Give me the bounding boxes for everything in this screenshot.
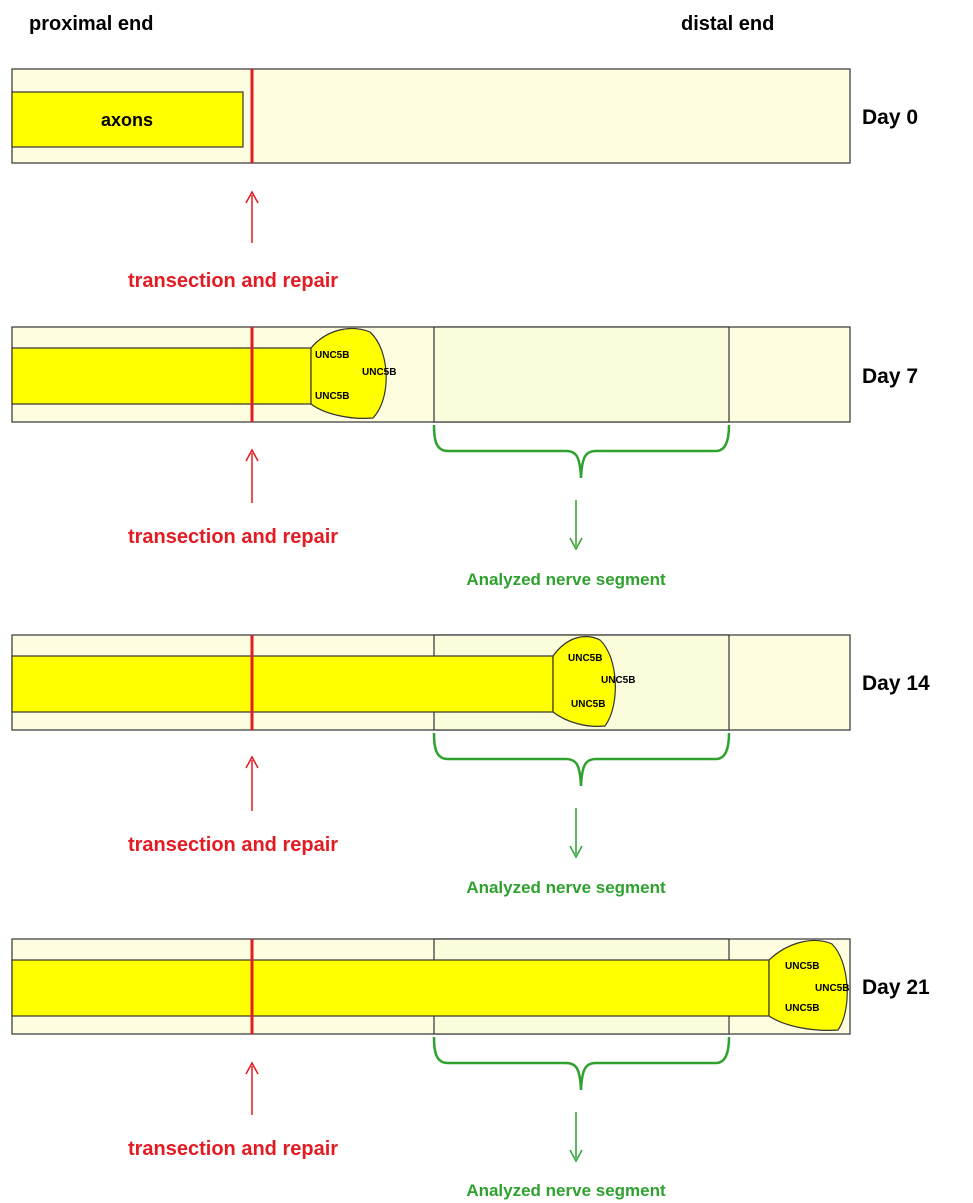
segment-arrow-icon (569, 845, 583, 859)
analyzed-segment-caption: Analyzed nerve segment (466, 1181, 666, 1200)
transection-arrow-icon (245, 755, 259, 769)
unc5b-label: UNC5B (568, 653, 602, 664)
day-label: Day 7 (862, 365, 918, 388)
panel-day-0: axons transection and repair Day 0 (11, 68, 918, 292)
proximal-end-label: proximal end (29, 13, 153, 35)
panel-day-14: UNC5B UNC5B UNC5B transection and repair… (11, 634, 930, 897)
axons-label: axons (101, 110, 153, 130)
transection-caption: transection and repair (128, 1138, 338, 1160)
day-label: Day 21 (862, 976, 930, 999)
axon-bundle (11, 959, 770, 1017)
axon-bundle (11, 347, 312, 405)
segment-bracket (432, 732, 731, 787)
unc5b-label: UNC5B (315, 391, 349, 402)
growth-cone (768, 939, 848, 1031)
analyzed-segment-zone (433, 326, 730, 423)
panel-day-7: UNC5B UNC5B UNC5B transection and repair… (11, 326, 918, 589)
unc5b-label: UNC5B (315, 350, 349, 361)
axon-bundle (11, 91, 244, 148)
unc5b-label: UNC5B (785, 961, 819, 972)
unc5b-label: UNC5B (601, 675, 635, 686)
transection-caption: transection and repair (128, 270, 338, 292)
growth-cone (552, 635, 616, 727)
analyzed-segment-caption: Analyzed nerve segment (466, 878, 666, 897)
unc5b-label: UNC5B (362, 367, 396, 378)
segment-arrow-icon (569, 1149, 583, 1163)
day-label: Day 0 (862, 106, 918, 129)
unc5b-label: UNC5B (571, 699, 605, 710)
distal-end-label: distal end (681, 13, 774, 35)
transection-caption: transection and repair (128, 834, 338, 856)
transection-arrow-icon (245, 448, 259, 462)
segment-bracket (432, 1036, 731, 1091)
unc5b-label: UNC5B (815, 983, 849, 994)
panel-day-21: UNC5B UNC5B UNC5B transection and repair… (11, 938, 930, 1200)
transection-caption: transection and repair (128, 526, 338, 548)
axon-bundle (11, 655, 554, 713)
unc5b-label: UNC5B (785, 1003, 819, 1014)
transection-arrow-icon (245, 1061, 259, 1075)
segment-bracket (432, 424, 731, 479)
analyzed-segment-caption: Analyzed nerve segment (466, 570, 666, 589)
segment-arrow-icon (569, 537, 583, 551)
day-label: Day 14 (862, 672, 930, 695)
growth-cone (310, 327, 387, 419)
transection-arrow-icon (245, 190, 259, 204)
